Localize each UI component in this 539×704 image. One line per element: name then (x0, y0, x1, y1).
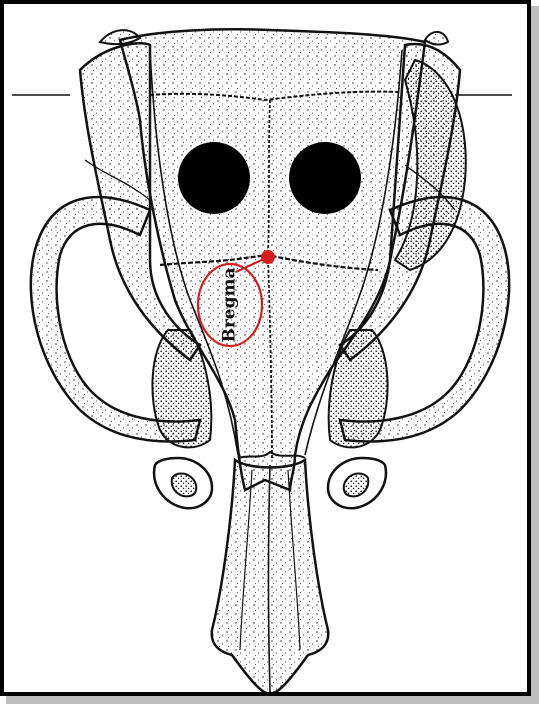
eye-hole-right (289, 142, 361, 214)
figure-frame: Bregma (0, 0, 531, 696)
skull-drawing: Bregma (4, 4, 527, 692)
bregma-point-marker (261, 250, 275, 264)
eye-hole-left (178, 142, 250, 214)
bregma-label: Bregma (220, 267, 240, 342)
occipital-nub-right (425, 32, 448, 45)
